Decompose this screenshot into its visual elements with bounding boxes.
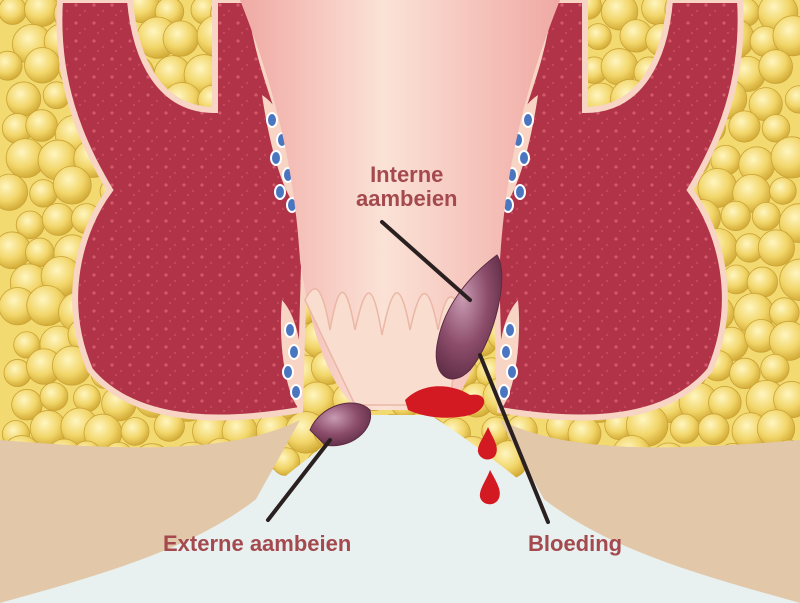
fat-cell bbox=[757, 229, 795, 267]
fat-cell bbox=[0, 50, 23, 81]
skin-left bbox=[0, 420, 300, 603]
vein bbox=[506, 364, 518, 380]
fat-cell bbox=[768, 320, 800, 361]
fat-cell bbox=[52, 165, 92, 205]
vein bbox=[500, 344, 512, 360]
fat-cell bbox=[669, 413, 700, 444]
label-external-hemorrhoids: Externe aambeien bbox=[163, 531, 352, 556]
fat-cell bbox=[162, 20, 199, 57]
fat-cell bbox=[758, 49, 793, 84]
fat-cell bbox=[0, 0, 27, 25]
fat-cell bbox=[584, 23, 612, 51]
external-hemorrhoid bbox=[309, 402, 372, 447]
fat-cell bbox=[728, 110, 761, 143]
fat-cell bbox=[120, 417, 150, 446]
sphincter-muscle-right bbox=[491, 0, 744, 421]
blood-drop-1 bbox=[477, 427, 497, 460]
pointer-internal bbox=[380, 220, 472, 302]
fat-cell bbox=[760, 353, 790, 383]
fat-cell bbox=[41, 202, 75, 236]
pointer-bleeding bbox=[478, 353, 550, 524]
vein bbox=[518, 150, 530, 166]
fat-cell bbox=[24, 47, 61, 84]
vein bbox=[284, 322, 296, 338]
fat-cell bbox=[769, 177, 797, 205]
vein bbox=[290, 384, 302, 400]
label-internal-line1: Interne bbox=[370, 162, 444, 187]
fat-cell bbox=[729, 357, 761, 390]
vein bbox=[504, 322, 516, 338]
label-internal-hemorrhoids: Interne aambeien bbox=[356, 162, 458, 212]
label-internal-line2: aambeien bbox=[356, 186, 458, 212]
fat-cell bbox=[772, 15, 800, 57]
vein bbox=[270, 150, 282, 166]
fat-cell bbox=[0, 173, 29, 211]
fat-cell bbox=[779, 258, 800, 302]
vein bbox=[514, 184, 526, 200]
blood-pool bbox=[405, 386, 485, 418]
vein bbox=[282, 364, 294, 380]
vein bbox=[522, 112, 534, 128]
vein bbox=[274, 184, 286, 200]
vein bbox=[266, 112, 278, 128]
label-bleeding: Bloeding bbox=[528, 531, 623, 556]
vein bbox=[288, 344, 300, 360]
fat-cell bbox=[770, 136, 800, 179]
blood-drop-2 bbox=[479, 470, 500, 505]
skin-right bbox=[500, 420, 800, 603]
fat-cell bbox=[25, 109, 58, 142]
anal-columns bbox=[304, 288, 461, 406]
fat-cell bbox=[697, 413, 730, 445]
fat-cell bbox=[720, 200, 751, 232]
fat-cell bbox=[73, 384, 101, 413]
fat-cell bbox=[751, 201, 781, 231]
fat-cell bbox=[761, 114, 791, 143]
fat-cell bbox=[746, 266, 778, 298]
sphincter-muscle-left bbox=[56, 0, 309, 421]
pointer-external bbox=[266, 438, 332, 522]
fat-cell bbox=[784, 85, 800, 114]
vein bbox=[498, 384, 510, 400]
fat-cell bbox=[39, 382, 69, 411]
